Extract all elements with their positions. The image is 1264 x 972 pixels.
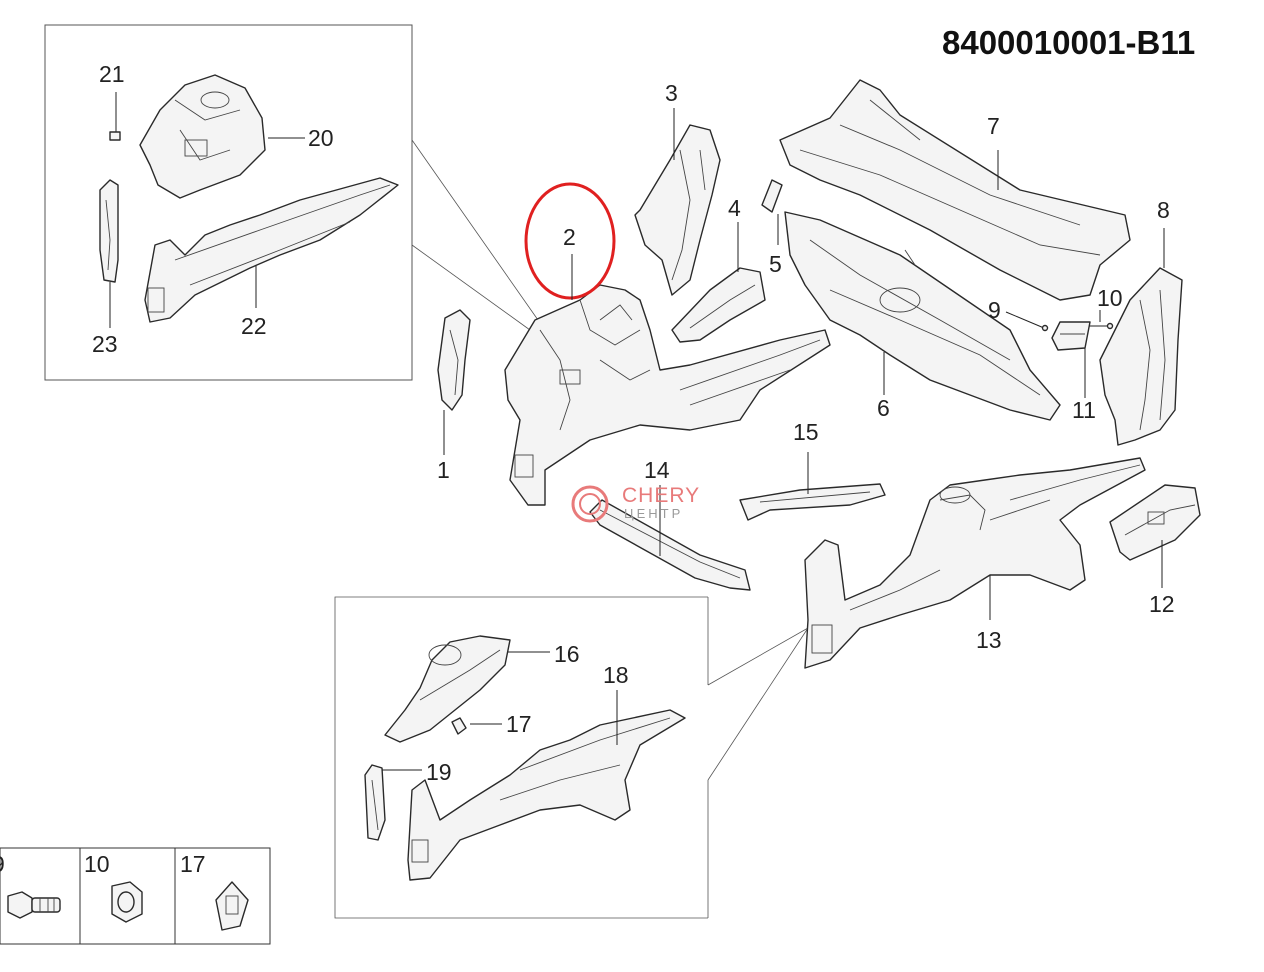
- part-8-side-panel: [1099, 228, 1183, 446]
- callout-23: 23: [92, 331, 118, 357]
- part-17-clip: [451, 717, 502, 735]
- part-22-rail: [144, 177, 399, 323]
- callout-2: 2: [563, 224, 576, 250]
- part-7-cowl-panel: [779, 79, 1131, 301]
- part-13-front-rail-assembly: [804, 457, 1146, 669]
- part-16-upper-rail: [384, 635, 550, 743]
- part-15-strip: [739, 452, 886, 521]
- callout-10: 10: [1097, 285, 1123, 311]
- callout-15: 15: [793, 419, 819, 445]
- callout-20: 20: [308, 125, 334, 151]
- clip-icon: [215, 881, 249, 931]
- table-header-10: 10: [84, 851, 110, 877]
- table-header-9: 9: [0, 851, 5, 877]
- parts-9-10-11-fasteners: [1005, 310, 1114, 398]
- callout-22: 22: [241, 313, 267, 339]
- watermark-sub: ЦЕНТР: [624, 506, 683, 521]
- part-6-dash-panel: [784, 211, 1061, 421]
- callout-7: 7: [987, 113, 1000, 139]
- part-20-strut-tower: [139, 74, 305, 199]
- callout-9: 9: [988, 297, 1001, 323]
- part-21-clip: [109, 92, 121, 141]
- part-23-bracket: [99, 179, 119, 328]
- callout-14: 14: [644, 457, 670, 483]
- watermark-logo: CHERY ЦЕНТР: [571, 484, 700, 523]
- detail-inset-bottom: [334, 596, 809, 919]
- detail-inset-top: [44, 24, 546, 381]
- callout-1: 1: [437, 457, 450, 483]
- callout-13: 13: [976, 627, 1002, 653]
- callout-11: 11: [1072, 397, 1096, 423]
- part-18-lower-rail: [407, 690, 686, 881]
- callout-5: 5: [769, 251, 782, 277]
- part-12-box-bracket: [1109, 484, 1201, 588]
- document-number: 8400010001-B11: [942, 24, 1196, 61]
- callout-16: 16: [554, 641, 580, 667]
- highlight-circle: [524, 182, 616, 300]
- watermark-brand: CHERY: [622, 484, 700, 507]
- part-14-cross-member: [589, 485, 751, 591]
- part-5-strap: [761, 179, 783, 245]
- table-header-17: 17: [180, 851, 206, 877]
- callout-6: 6: [877, 395, 890, 421]
- callout-12: 12: [1149, 591, 1175, 617]
- callout-labels: 1 2 3 4 5 6 7 8 9 10 11 12 13 14 15 16 1…: [92, 61, 1175, 785]
- part-1-bracket: [437, 309, 471, 455]
- bolt-icon: [7, 891, 61, 919]
- fastener-table: 9 10 17: [0, 847, 271, 945]
- part-3-pillar-panel: [634, 108, 721, 296]
- callout-18: 18: [603, 662, 629, 688]
- part-2-front-rail-assembly: [504, 284, 831, 506]
- nut-icon: [111, 881, 143, 923]
- callout-21: 21: [99, 61, 125, 87]
- callout-8: 8: [1157, 197, 1170, 223]
- part-4-support: [671, 222, 766, 343]
- callout-4: 4: [728, 195, 741, 221]
- callout-3: 3: [665, 80, 678, 106]
- callout-17: 17: [506, 711, 532, 737]
- part-19-brackets: [364, 764, 422, 841]
- callout-19: 19: [426, 759, 452, 785]
